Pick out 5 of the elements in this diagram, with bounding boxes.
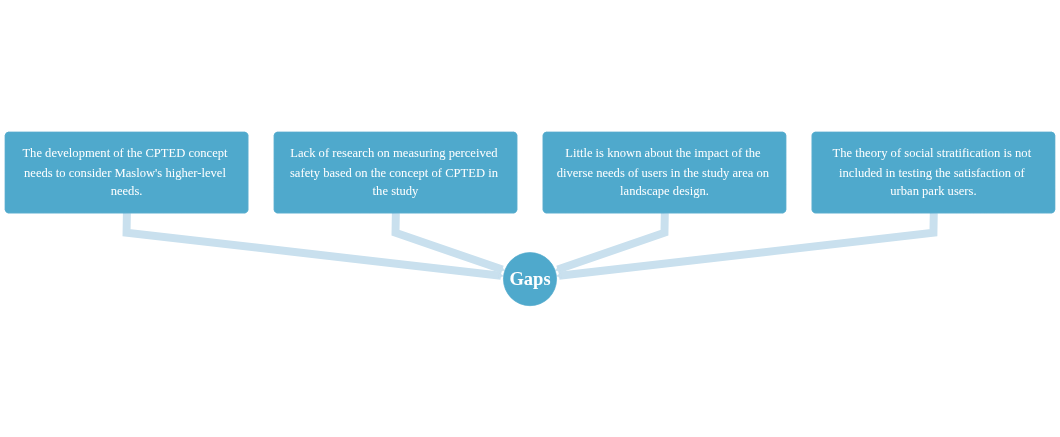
arrow xyxy=(122,212,504,280)
arrow xyxy=(391,212,506,273)
arrow xyxy=(556,212,938,280)
node-circle: Gaps xyxy=(503,251,557,306)
arrow xyxy=(554,212,669,273)
